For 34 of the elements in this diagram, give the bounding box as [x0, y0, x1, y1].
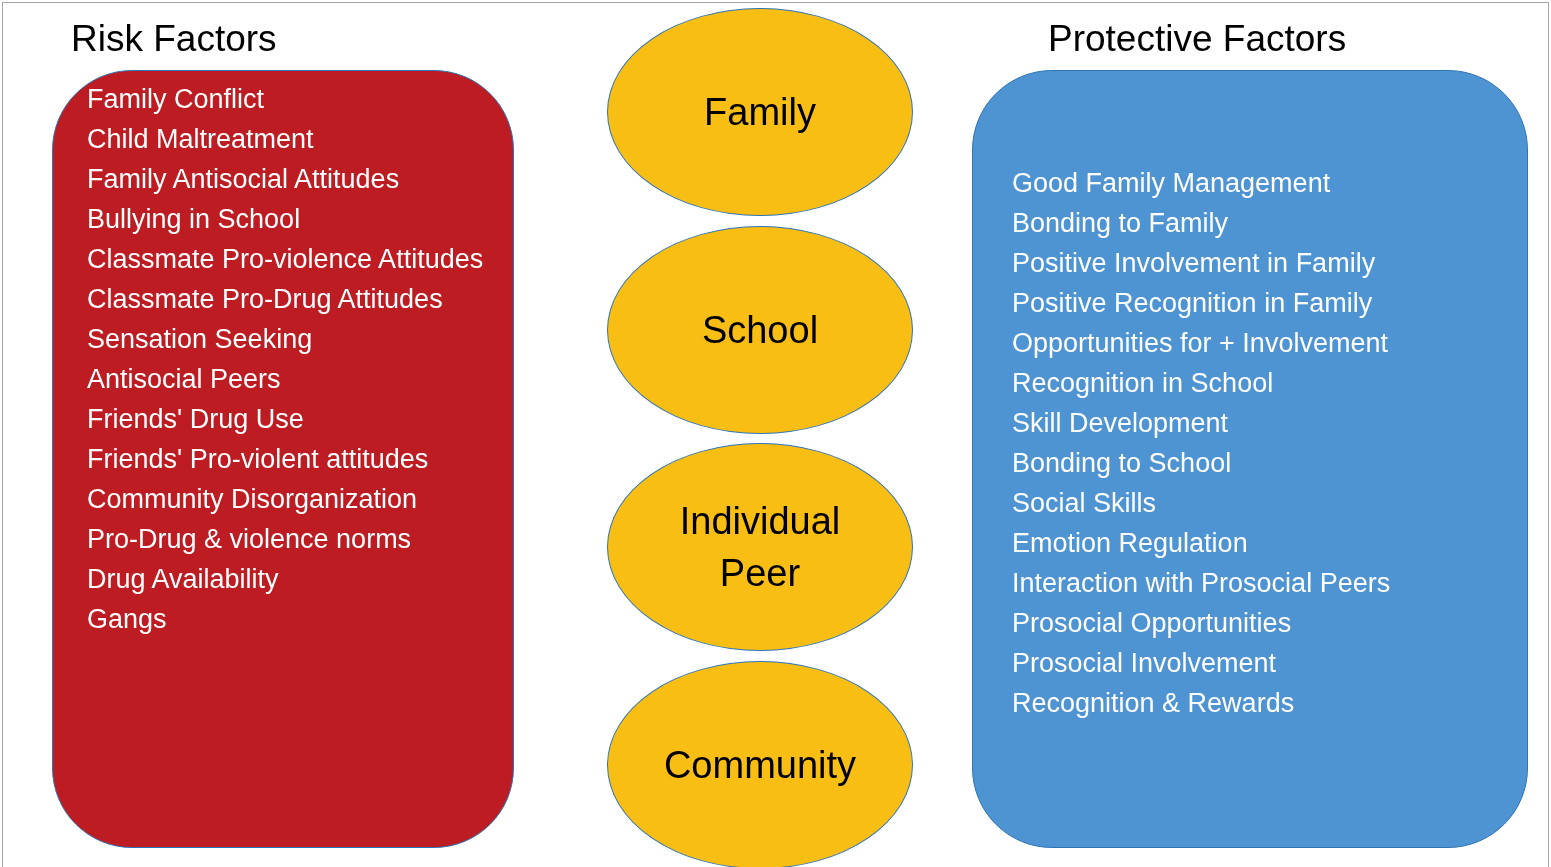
- list-item: Interaction with Prosocial Peers: [1012, 567, 1392, 600]
- list-item: Family Antisocial Attitudes: [87, 163, 401, 196]
- list-item: Social Skills: [1012, 487, 1158, 520]
- node-label: Individual Peer: [678, 499, 842, 596]
- list-item: Positive Recognition in Family: [1012, 287, 1374, 320]
- list-item: Prosocial Involvement: [1012, 647, 1278, 680]
- list-item: Opportunities for + Involvement: [1012, 327, 1389, 360]
- list-item: Classmate Pro-violence Attitudes: [87, 243, 485, 276]
- list-item: Child Maltreatment: [87, 123, 315, 156]
- panel-heading: Risk Factors: [71, 17, 277, 61]
- list-item: Family Conflict: [87, 83, 266, 116]
- list-item: Bonding to Family: [1012, 207, 1230, 240]
- list-item: Sensation Seeking: [87, 323, 314, 356]
- list-item: Drug Availability: [87, 563, 280, 596]
- list-item: Good Family Management: [1012, 167, 1332, 200]
- list-item: Pro-Drug & violence norms: [87, 523, 413, 556]
- list-item: Gangs: [87, 603, 168, 636]
- list-item: Positive Involvement in Family: [1012, 247, 1377, 280]
- list-item: Friends' Drug Use: [87, 403, 305, 436]
- list-item: Bullying in School: [87, 203, 302, 236]
- list-item: Skill Development: [1012, 407, 1230, 440]
- list-item: Bonding to School: [1012, 447, 1233, 480]
- list-item: Prosocial Opportunities: [1012, 607, 1293, 640]
- panel-heading: Protective Factors: [1048, 17, 1347, 61]
- list-item: Friends' Pro-violent attitudes: [87, 443, 430, 476]
- list-item: Recognition in School: [1012, 367, 1275, 400]
- node-label: Community: [662, 743, 858, 788]
- list-item: Classmate Pro-Drug Attitudes: [87, 283, 444, 316]
- node-label: Family: [703, 90, 817, 135]
- node-label: School: [700, 308, 820, 353]
- list-item: Recognition & Rewards: [1012, 687, 1296, 720]
- list-item: Emotion Regulation: [1012, 527, 1249, 560]
- list-item: Community Disorganization: [87, 483, 419, 516]
- list-item: Antisocial Peers: [87, 363, 282, 396]
